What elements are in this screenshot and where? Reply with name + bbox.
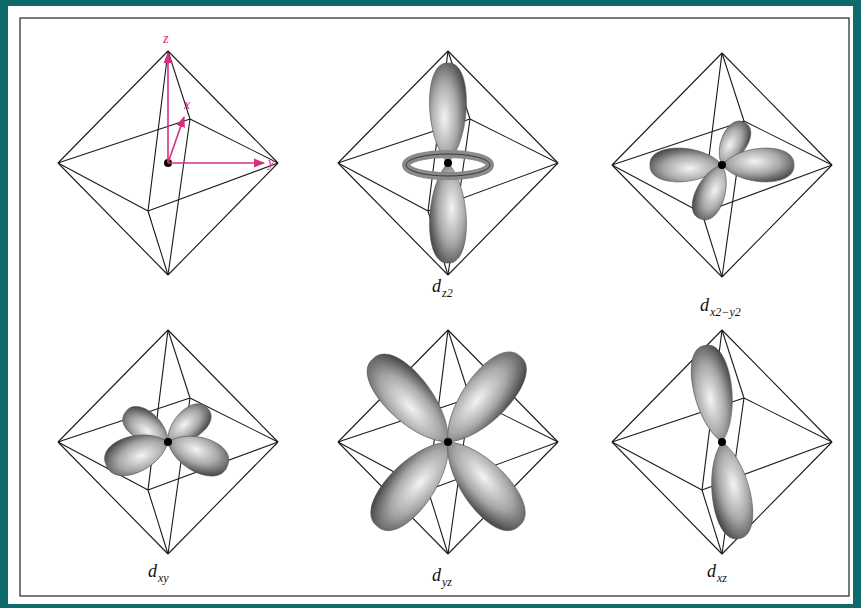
orbital [356, 341, 538, 541]
octahedron-panel [612, 53, 832, 277]
axis-label: y [268, 156, 274, 170]
octahedron-edge [148, 163, 278, 211]
orbital-lobe [161, 426, 234, 483]
orbital [686, 342, 758, 542]
octahedron-edge [702, 213, 722, 277]
octahedron-panel [338, 51, 558, 275]
orbital-lobe [703, 439, 758, 542]
octahedron-edge [744, 398, 832, 442]
orbital-subscript: xz [717, 572, 727, 584]
octahedron-edge [148, 330, 168, 490]
octahedron-edge [722, 330, 832, 442]
orbital-lobe [430, 341, 537, 456]
orbital-symbol: d [700, 296, 709, 314]
orbital-lobe [430, 427, 536, 541]
metal-center [164, 438, 172, 446]
octahedron-edge [168, 330, 190, 398]
octahedron-edge [58, 51, 168, 163]
octahedron-edge [612, 442, 702, 490]
orbital-symbol: d [148, 562, 157, 580]
orbital-lobe [722, 148, 794, 182]
octahedron-panel [58, 51, 278, 275]
orbital-lobe [430, 63, 467, 163]
page-panel [8, 6, 853, 604]
orbital [100, 397, 234, 482]
octahedron-edge [148, 490, 168, 554]
metal-center [444, 159, 452, 167]
octahedron-edge [722, 53, 744, 121]
metal-center [444, 438, 452, 446]
octahedron-panel [338, 330, 558, 554]
orbital-lobe [360, 427, 466, 541]
orbital-subscript: z2 [442, 287, 453, 299]
orbital-subscript: yz [442, 576, 452, 588]
orbital-torus-edge [406, 154, 490, 176]
axis-arrow [168, 162, 264, 164]
orbital-symbol: d [432, 277, 441, 295]
orbital-lobe [100, 425, 175, 482]
octahedron-edge [190, 119, 278, 163]
octahedron-panel [612, 330, 832, 554]
orbital-lobe [687, 160, 736, 225]
orbital-subscript: x2−y2 [710, 306, 741, 318]
metal-center [718, 438, 726, 446]
axis-label: x [184, 98, 190, 112]
octahedron-panel [58, 330, 278, 554]
orbital-torus [406, 154, 490, 176]
orbital [650, 116, 794, 224]
figure-border [20, 18, 849, 596]
octahedron-edge [58, 163, 168, 275]
orbital-lobe [356, 343, 465, 457]
orbital [406, 63, 490, 263]
octahedron-edge [428, 490, 448, 554]
octahedron-edge [722, 165, 832, 277]
octahedron-edge [612, 442, 722, 554]
metal-center [718, 161, 726, 169]
orbital-symbol: d [432, 566, 441, 584]
octahedron-edge [58, 163, 148, 211]
orbital-lobe [686, 342, 741, 445]
axis-arrow [168, 117, 184, 163]
octahedron-edge [168, 163, 278, 275]
octahedron-edge [148, 211, 168, 275]
orbital-symbol: d [707, 562, 716, 580]
octahedron-edge [148, 51, 168, 211]
octahedron-edge [168, 51, 190, 119]
octahedron-edge [168, 51, 278, 163]
orbital-subscript: xy [158, 572, 169, 584]
octahedron-edge [612, 53, 722, 165]
axis-label: z [163, 32, 168, 46]
axis-arrow [167, 53, 169, 163]
